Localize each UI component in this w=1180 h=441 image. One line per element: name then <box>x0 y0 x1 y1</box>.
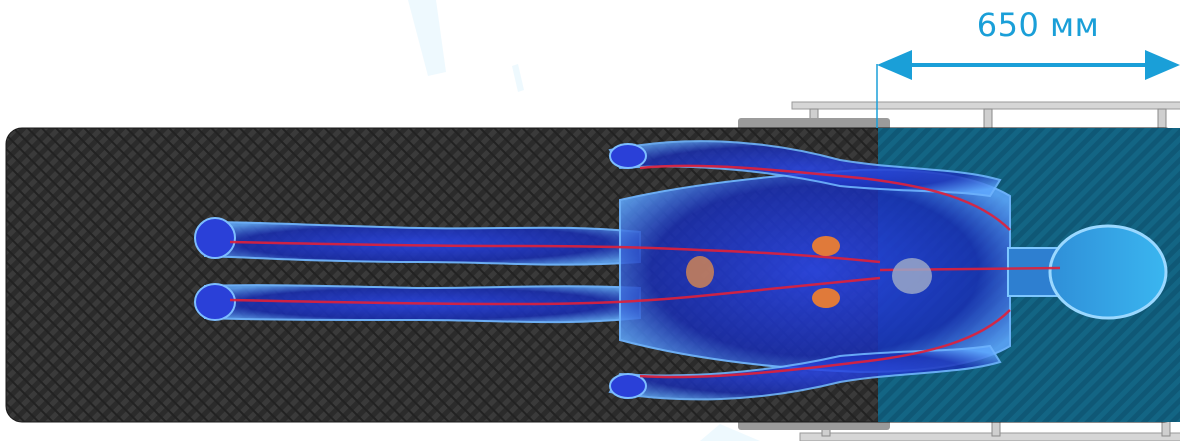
dimension-label: 650 мм <box>938 6 1138 44</box>
bladder <box>686 256 714 288</box>
dimension-arrow-right-icon <box>1145 50 1180 80</box>
kidney-right <box>812 288 840 308</box>
heart <box>892 258 932 294</box>
dimension-arrow-left-icon <box>877 50 912 80</box>
kidney-left <box>812 236 840 256</box>
dimension-indicator <box>877 50 1180 128</box>
head <box>1050 226 1166 318</box>
